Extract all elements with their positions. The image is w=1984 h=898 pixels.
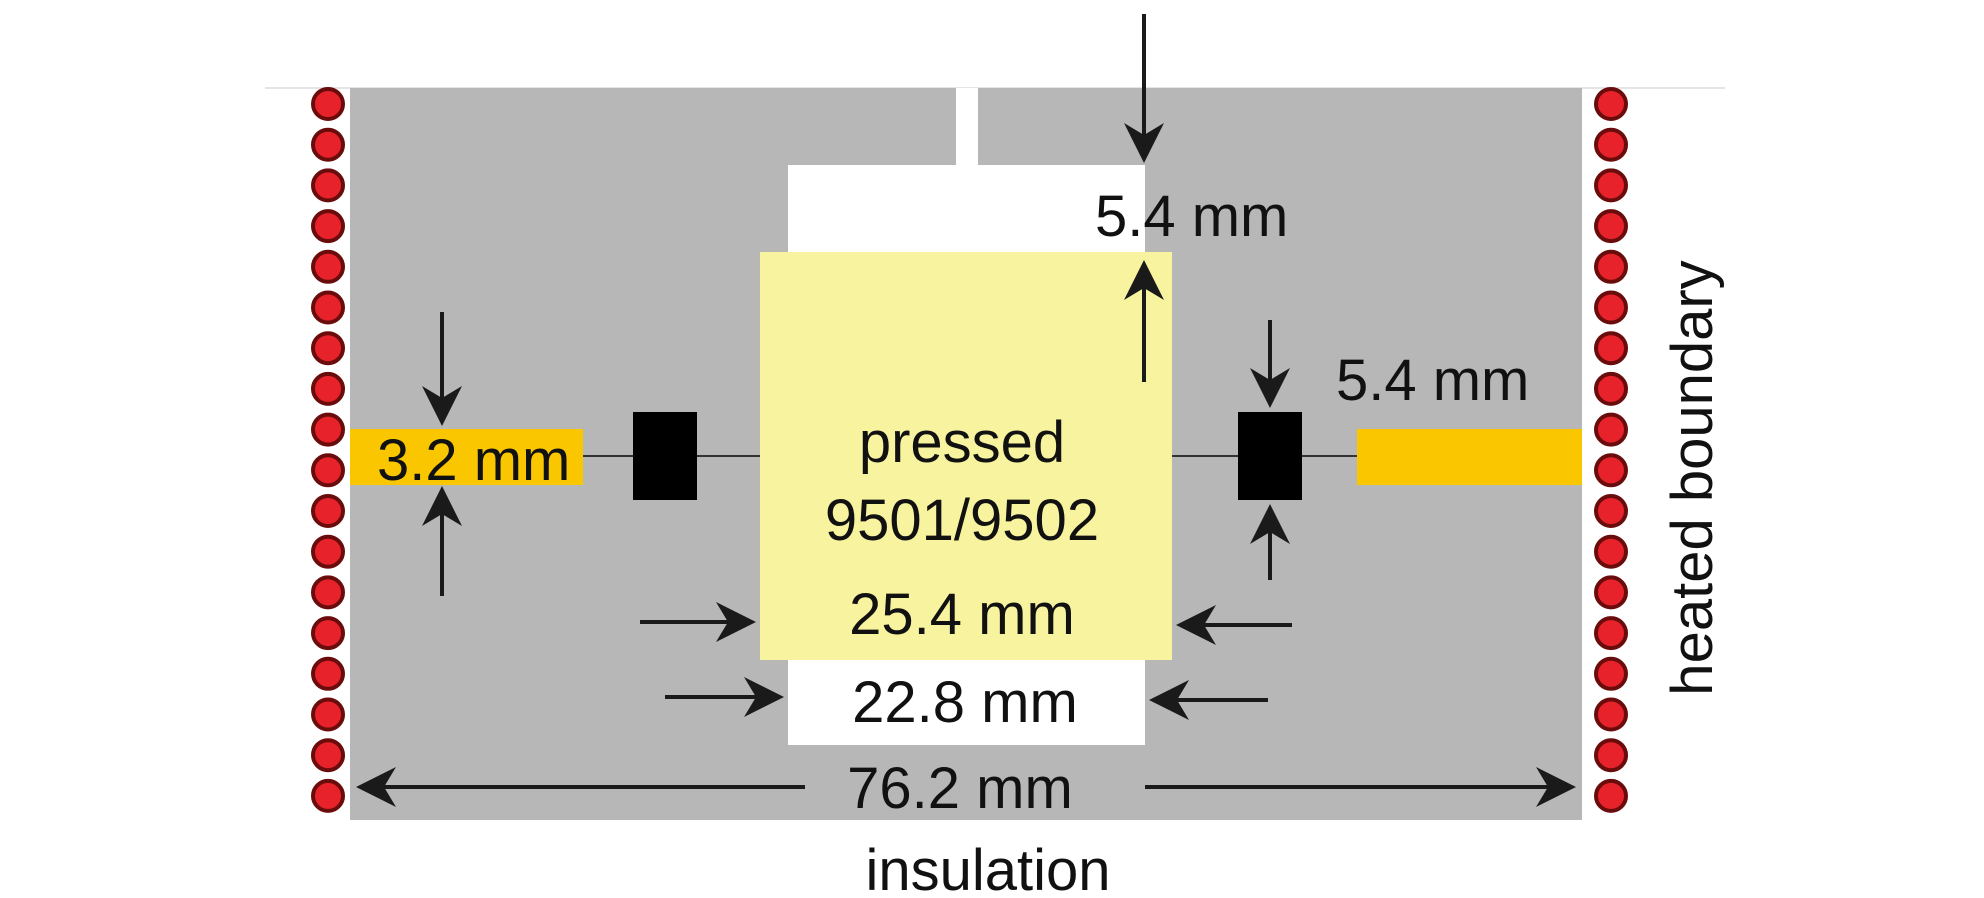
- right-booster-strip: [1357, 429, 1582, 485]
- red-dot-icon: [311, 412, 345, 447]
- right-gauge-block: [1238, 412, 1302, 500]
- right-gap-label: 5.4 mm: [1336, 348, 1529, 413]
- red-dot-icon: [1594, 616, 1628, 651]
- red-dot-icon: [1594, 290, 1628, 325]
- cavity-width-label: 22.8 mm: [852, 670, 1078, 735]
- red-dot-icon: [311, 87, 345, 121]
- red-dot-icon: [311, 778, 345, 813]
- red-dot-icon: [311, 656, 345, 691]
- red-dot-icon: [311, 371, 345, 406]
- explosive-charge: [760, 252, 1172, 660]
- bottom-caption: insulation: [865, 838, 1110, 898]
- dimension-arrows: [356, 14, 1576, 807]
- vent-slot: [956, 88, 978, 168]
- red-dot-icon: [1594, 534, 1628, 569]
- red-dot-icon: [1594, 127, 1628, 162]
- red-dot-icon: [311, 290, 345, 325]
- red-dot-icon: [1594, 249, 1628, 284]
- overall-width-label: 76.2 mm: [847, 756, 1073, 821]
- red-dot-icon: [311, 738, 345, 773]
- red-dot-icon: [1594, 87, 1628, 121]
- red-dot-icon: [311, 127, 345, 162]
- red-dot-icon: [311, 331, 345, 366]
- material-label-line1: pressed: [859, 410, 1065, 475]
- red-dot-icon: [311, 494, 345, 528]
- red-dot-icon: [1594, 209, 1628, 244]
- red-dot-icon: [311, 616, 345, 651]
- red-dot-icon: [311, 168, 345, 203]
- red-dot-icon: [311, 453, 345, 488]
- red-dot-icon: [1594, 575, 1628, 610]
- red-dot-icon: [1594, 168, 1628, 203]
- red-dot-icon: [1594, 778, 1628, 813]
- left-gauge-block: [633, 412, 697, 500]
- material-label-line2: 9501/9502: [825, 488, 1099, 553]
- side-caption: heated boundary: [1660, 260, 1725, 695]
- red-dot-icon: [311, 697, 345, 732]
- red-dot-icon: [1594, 453, 1628, 488]
- left-booster-strip: [350, 429, 583, 485]
- red-dot-icon: [1594, 697, 1628, 732]
- right-heated-boundary: [1594, 87, 1628, 813]
- upper-cavity: [788, 165, 1145, 255]
- red-dot-icon: [311, 575, 345, 610]
- top-gap-label: 5.4 mm: [1095, 184, 1288, 249]
- red-dot-icon: [1594, 738, 1628, 773]
- left-heated-boundary: [311, 87, 345, 813]
- red-dot-icon: [311, 209, 345, 244]
- lower-cavity: [788, 655, 1145, 745]
- red-dot-icon: [1594, 656, 1628, 691]
- red-dot-icon: [311, 249, 345, 284]
- red-dot-icon: [1594, 494, 1628, 528]
- red-dot-icon: [311, 534, 345, 569]
- inner-width-label: 25.4 mm: [849, 582, 1075, 647]
- red-dot-icon: [1594, 331, 1628, 366]
- left-strip-label: 3.2 mm: [377, 428, 570, 493]
- red-dot-icon: [1594, 412, 1628, 447]
- red-dot-icon: [1594, 371, 1628, 406]
